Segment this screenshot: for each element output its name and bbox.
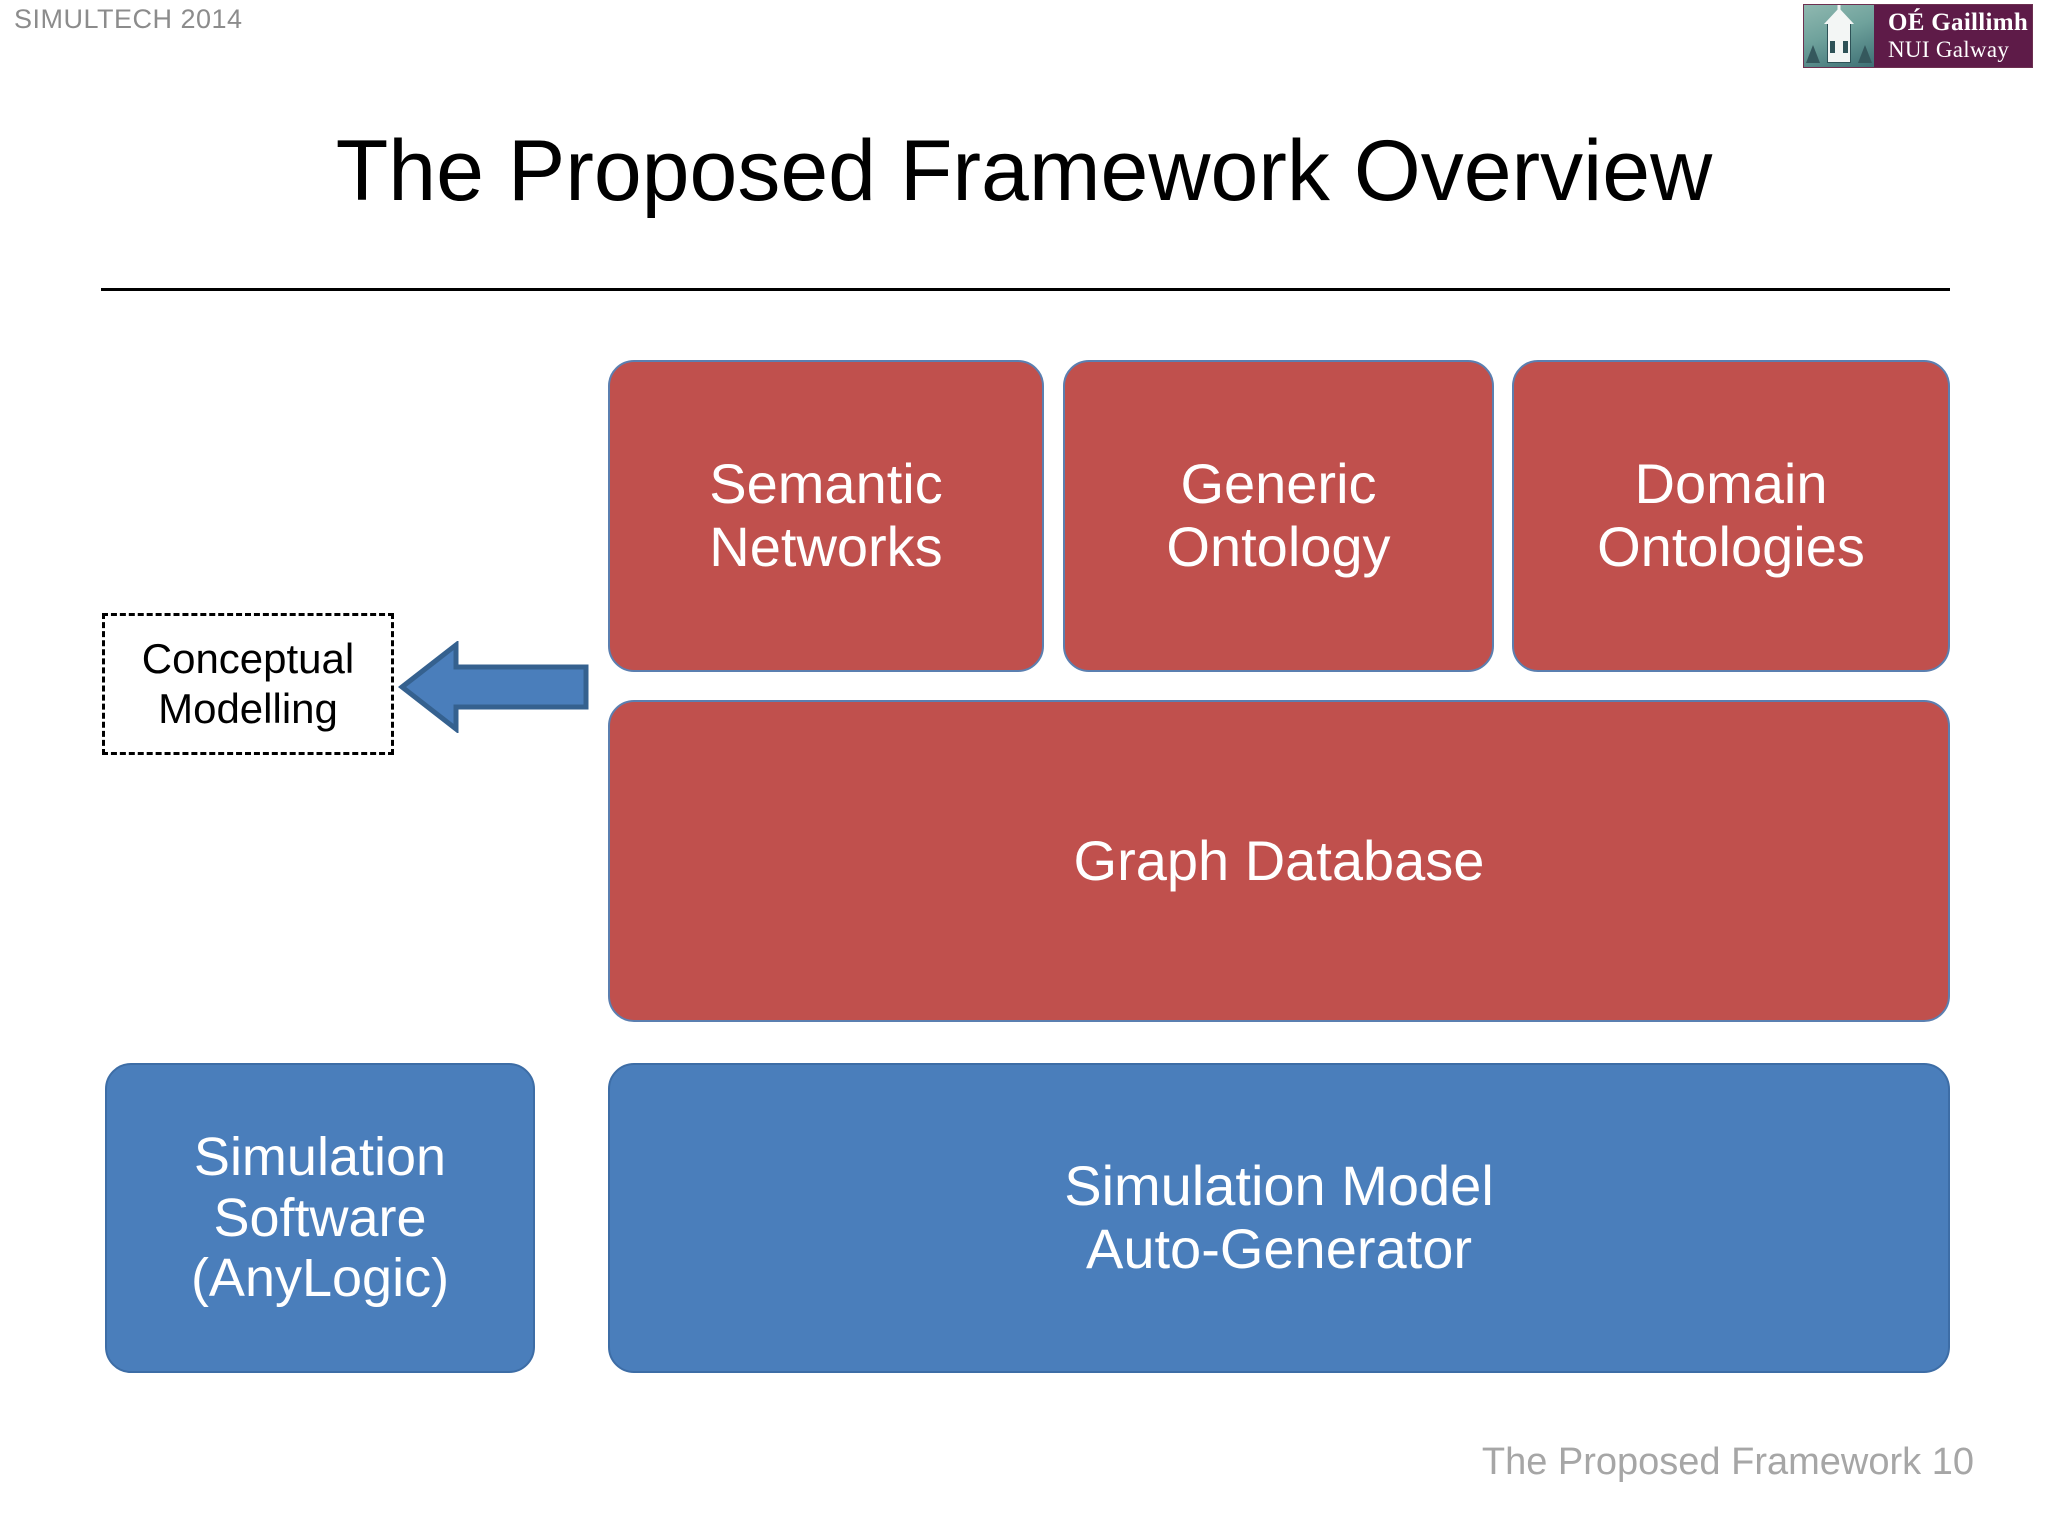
diagram-box-simulation-model-auto-generator: Simulation Model Auto-Generator (608, 1063, 1950, 1373)
diagram-box-graph-database-label: Graph Database (1073, 828, 1485, 892)
annotation-conceptual-modelling: Conceptual Modelling (102, 613, 394, 755)
slide-number: 10 (1931, 1441, 1974, 1483)
galway-tower-emblem-icon (1804, 5, 1874, 67)
logo-text-irish: OÉ Gaillimh (1888, 9, 2029, 37)
logo-text-english: NUI Galway (1888, 36, 2010, 62)
logo-wordmark: OÉ Gaillimh NUI Galway (1874, 5, 2032, 67)
diagram-box-graph-database: Graph Database (608, 700, 1950, 1022)
diagram-box-domain-ontologies: Domain Ontologies (1512, 360, 1950, 672)
annotation-conceptual-modelling-label: Conceptual Modelling (141, 635, 355, 732)
diagram-box-generic-ontology-label: Generic Ontology (1166, 452, 1391, 578)
conference-label: SIMULTECH 2014 (14, 4, 243, 34)
diagram-box-semantic-networks-label: Semantic Networks (709, 452, 943, 578)
diagram-box-simulation-software-label: Simulation Software (AnyLogic) (190, 1127, 450, 1309)
diagram-box-domain-ontologies-label: Domain Ontologies (1597, 452, 1865, 578)
diagram-box-generic-ontology: Generic Ontology (1063, 360, 1494, 672)
tower-side-right-icon (1858, 45, 1872, 63)
slide-title: The Proposed Framework Overview (335, 123, 1713, 219)
tower-spire-icon (1837, 5, 1841, 10)
diagram-box-simulation-software: Simulation Software (AnyLogic) (105, 1063, 535, 1373)
title-divider (101, 288, 1950, 291)
tower-window-right-icon (1843, 41, 1848, 53)
footer-section-label: The Proposed Framework (1481, 1441, 1922, 1483)
diagram-box-simulation-model-auto-generator-label: Simulation Model Auto-Generator (1064, 1154, 1494, 1280)
left-arrow-icon (398, 641, 589, 733)
tower-roof-icon (1824, 8, 1854, 24)
diagram-box-semantic-networks: Semantic Networks (608, 360, 1044, 672)
tower-side-left-icon (1806, 45, 1820, 63)
footer: The Proposed Framework 10 (1482, 1441, 1974, 1484)
tower-window-left-icon (1830, 41, 1835, 53)
nui-galway-logo: OÉ Gaillimh NUI Galway (1803, 4, 2033, 68)
